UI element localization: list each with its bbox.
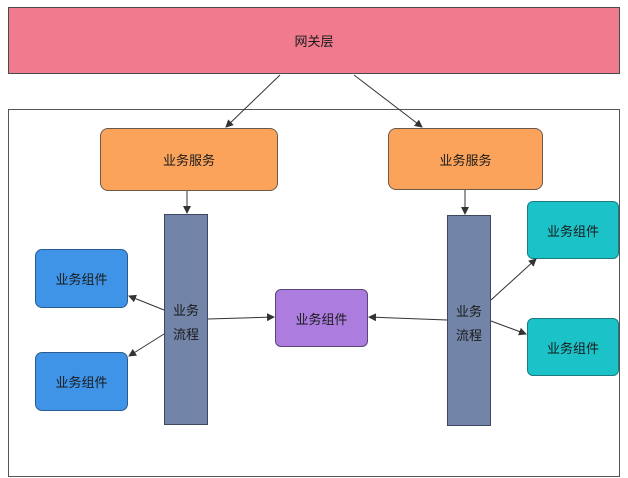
business-component-right-top: 业务组件: [527, 201, 619, 259]
arrow-process-right-to-component-center: [368, 313, 448, 322]
business-component-right-top-label: 业务组件: [546, 224, 599, 240]
arrow-process-right-to-component-right-bottom: [490, 320, 527, 336]
gateway-layer: 网关层: [8, 7, 620, 74]
arrow-process-left-to-component-left-top: [128, 294, 165, 311]
business-process-left-label: 业务 流程: [172, 303, 199, 343]
arrow-gateway-to-service-left: [225, 74, 281, 128]
business-process-left: 业务 流程: [164, 214, 208, 425]
arrow-process-left-to-component-center: [207, 313, 275, 322]
business-component-left-top: 业务组件: [35, 249, 128, 308]
business-service-left-label: 业务服务: [162, 154, 215, 169]
business-component-center: 业务组件: [275, 289, 368, 347]
gateway-layer-label: 网关层: [294, 35, 334, 50]
arrow-process-left-to-component-left-bottom: [128, 333, 165, 357]
business-component-right-bottom-label: 业务组件: [546, 341, 599, 357]
business-service-left: 业务服务: [100, 128, 278, 191]
business-service-right: 业务服务: [388, 128, 543, 190]
arrow-process-right-to-component-right-top: [490, 258, 537, 301]
business-component-right-bottom: 业务组件: [527, 318, 619, 376]
business-service-right-label: 业务服务: [439, 153, 492, 169]
business-process-right: 业务 流程: [447, 215, 491, 426]
arrow-gateway-to-service-right: [353, 74, 423, 128]
business-component-center-label: 业务组件: [295, 312, 348, 328]
business-process-right-label: 业务 流程: [455, 304, 482, 344]
business-component-left-bottom-label: 业务组件: [55, 376, 108, 391]
business-component-left-top-label: 业务组件: [55, 273, 108, 288]
business-component-left-bottom: 业务组件: [35, 352, 128, 411]
